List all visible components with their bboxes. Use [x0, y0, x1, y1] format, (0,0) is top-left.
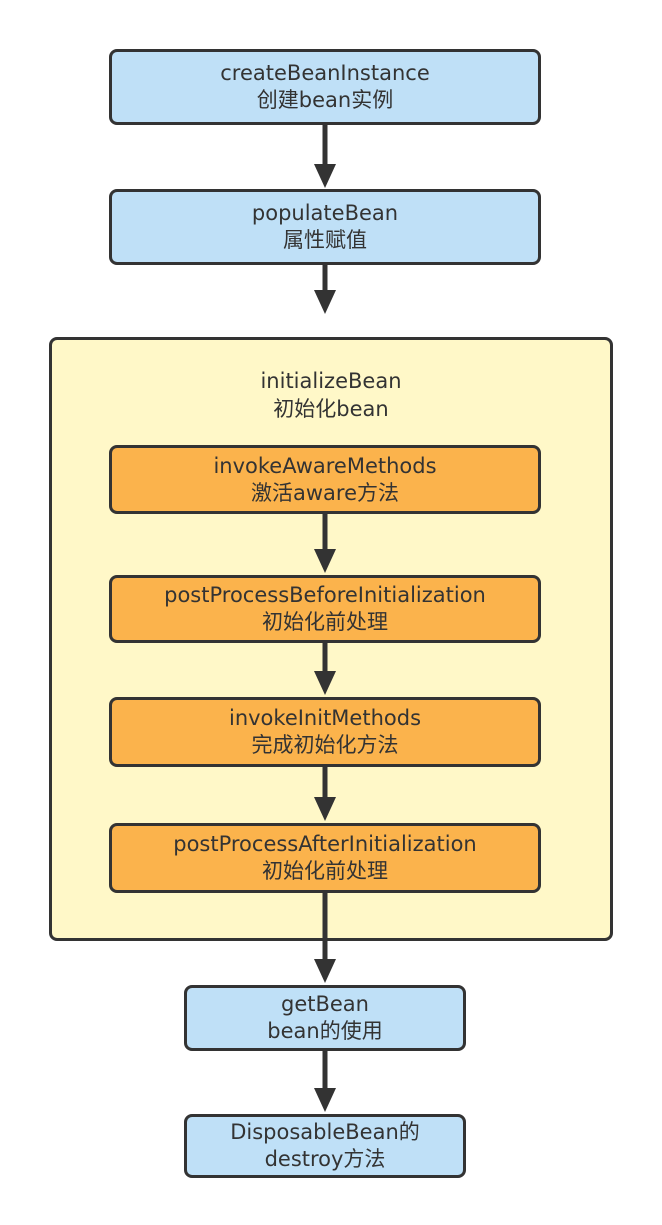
- populate-bean-box: populateBean 属性赋值: [109, 189, 541, 265]
- post-process-after-initialization-box: postProcessAfterInitialization 初始化前处理: [109, 823, 541, 893]
- disposable-bean-destroy-box: DisposableBean的 destroy方法: [184, 1114, 466, 1178]
- arrow-populate-to-initialize: [314, 265, 336, 314]
- arrow-create-to-populate: [314, 125, 336, 188]
- initialize-bean-title: initializeBean 初始化bean: [52, 367, 610, 423]
- disposable-bean-destroy-name: DisposableBean的: [230, 1120, 420, 1144]
- post-process-before-initialization-desc: 初始化前处理: [262, 610, 388, 634]
- invoke-aware-methods-desc: 激活aware方法: [250, 480, 399, 505]
- get-bean-box: getBean bean的使用: [184, 985, 466, 1051]
- create-bean-instance-name: createBeanInstance: [220, 61, 430, 85]
- post-process-before-initialization-box: postProcessBeforeInitialization 初始化前处理: [109, 575, 541, 643]
- initialize-bean-name: initializeBean: [260, 369, 402, 393]
- get-bean-desc: bean的使用: [267, 1019, 383, 1043]
- get-bean-name: getBean: [281, 992, 369, 1016]
- disposable-bean-destroy-desc: destroy方法: [264, 1147, 386, 1171]
- invoke-init-methods-desc: 完成初始化方法: [251, 733, 399, 757]
- initialize-bean-desc: 初始化bean: [273, 397, 389, 421]
- create-bean-instance-desc: 创建bean实例: [256, 88, 394, 112]
- invoke-init-methods-name: invokeInitMethods: [228, 706, 422, 730]
- invoke-aware-methods-name: invokeAwareMethods: [213, 453, 437, 478]
- populate-bean-desc: 属性赋值: [283, 228, 367, 252]
- create-bean-instance-box: createBeanInstance 创建bean实例: [109, 49, 541, 125]
- arrow-getbean-to-destroy: [314, 1051, 336, 1112]
- invoke-init-methods-box: invokeInitMethods 完成初始化方法: [109, 697, 541, 767]
- post-process-after-initialization-name: postProcessAfterInitialization: [173, 832, 477, 856]
- invoke-aware-methods-box: invokeAwareMethods 激活aware方法: [109, 445, 541, 514]
- populate-bean-name: populateBean: [251, 201, 399, 225]
- post-process-after-initialization-desc: 初始化前处理: [262, 859, 388, 883]
- post-process-before-initialization-name: postProcessBeforeInitialization: [164, 583, 486, 607]
